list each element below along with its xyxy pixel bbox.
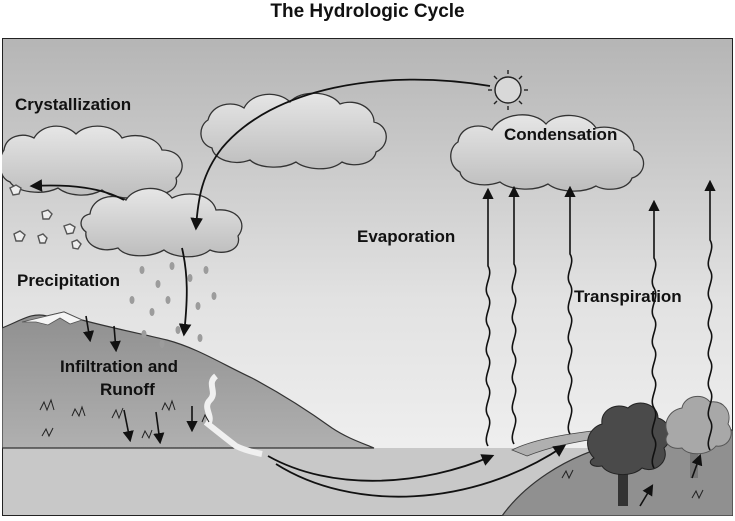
cloud-left bbox=[0, 125, 183, 199]
cycle-arrows bbox=[29, 78, 567, 498]
arrow-crystallization bbox=[29, 179, 125, 201]
infiltration-arrows bbox=[83, 315, 703, 507]
river bbox=[203, 373, 263, 457]
label-condensation: Condensation bbox=[504, 125, 617, 144]
sun-icon bbox=[488, 70, 528, 110]
rain-drops bbox=[129, 262, 217, 348]
cloud-top-center bbox=[200, 92, 387, 170]
wavy-arrow bbox=[482, 187, 494, 447]
cloud-middle-left bbox=[80, 187, 243, 258]
evaporation-wavy-arrows bbox=[482, 179, 716, 469]
label-transpiration: Transpiration bbox=[574, 287, 682, 306]
label-infiltration-line1: Infiltration and bbox=[60, 357, 178, 376]
arrow-water-to-shore bbox=[275, 444, 567, 498]
cloud-right bbox=[450, 114, 645, 192]
label-precipitation: Precipitation bbox=[17, 271, 120, 290]
arrow-sun-to-cloud bbox=[190, 78, 491, 231]
arrow-precipitation bbox=[178, 247, 192, 337]
ice-crystals bbox=[9, 184, 82, 250]
wavy-arrow bbox=[508, 185, 520, 445]
wavy-arrow bbox=[704, 179, 716, 451]
arrow-runoff-to-water bbox=[267, 454, 495, 482]
wavy-arrow bbox=[648, 199, 660, 469]
wavy-arrow bbox=[564, 185, 576, 435]
hydrologic-cycle-diagram: Crystallization Condensation Evaporation… bbox=[0, 37, 734, 517]
page-title: The Hydrologic Cycle bbox=[270, 1, 465, 22]
label-evaporation: Evaporation bbox=[357, 227, 455, 246]
diagram-canvas: Crystallization Condensation Evaporation… bbox=[0, 37, 734, 517]
snow-cap bbox=[21, 311, 84, 326]
grass-tufts bbox=[39, 398, 704, 500]
label-crystallization: Crystallization bbox=[15, 95, 131, 114]
label-infiltration-line2: Runoff bbox=[100, 380, 155, 399]
